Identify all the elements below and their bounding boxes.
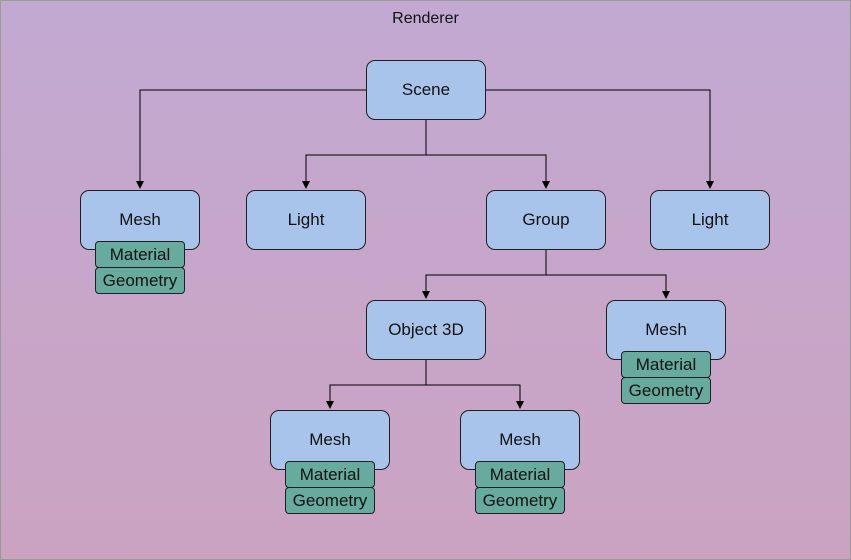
edge-scene-light-left — [302, 120, 427, 189]
diagram-title: Renderer — [392, 10, 459, 27]
mesh-object-right-geometry: Geometry — [475, 487, 565, 514]
edge-object3d-mesh-left — [326, 360, 427, 409]
node-object3d: Object 3D — [366, 300, 486, 360]
mesh-left-material: Material — [95, 241, 185, 268]
node-scene: Scene — [366, 60, 486, 120]
edge-scene-mesh — [136, 89, 366, 189]
mesh-object-left-material: Material — [285, 461, 375, 488]
mesh-object-right-material: Material — [475, 461, 565, 488]
edge-group-mesh — [546, 274, 670, 299]
edge-object3d-mesh-right — [426, 384, 524, 409]
node-mesh-object-left: Mesh — [270, 410, 390, 470]
edge-scene-group — [426, 154, 550, 189]
node-mesh-group: Mesh — [606, 300, 726, 360]
mesh-object-left-geometry: Geometry — [285, 487, 375, 514]
node-light-right: Light — [650, 190, 770, 250]
node-light-left: Light — [246, 190, 366, 250]
mesh-left-geometry: Geometry — [95, 267, 185, 294]
node-group: Group — [486, 190, 606, 250]
mesh-group-material: Material — [621, 351, 711, 378]
mesh-group-geometry: Geometry — [621, 377, 711, 404]
edge-group-object3d — [422, 250, 547, 299]
node-mesh-object-right: Mesh — [460, 410, 580, 470]
edge-scene-light-right — [486, 89, 714, 189]
